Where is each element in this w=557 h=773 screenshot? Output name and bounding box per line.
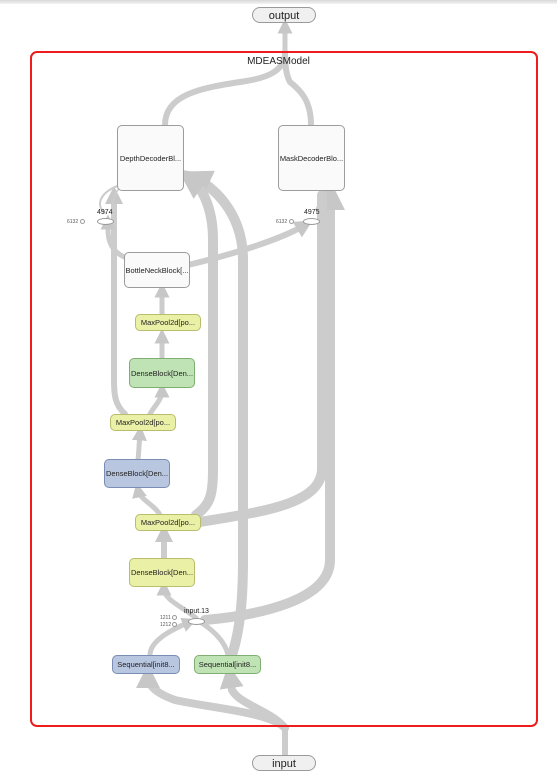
port-6132-b-dot[interactable] [289,219,294,224]
edge-4974-depth [99,184,121,214]
port-6132-a-dot[interactable] [80,219,85,224]
dense-yellow-low-node[interactable]: DenseBlock[Den... [129,558,195,587]
maxpool-low-label: MaxPool2d[po... [140,518,196,527]
sequential-green-label: Sequential[init8... [198,660,257,669]
edge-maxpool-low-dense-blue [132,482,163,518]
port-1212-dot[interactable] [172,622,177,627]
dense-green-upper-node[interactable]: DenseBlock[Den... [129,358,195,388]
port-1212-label: 1212 [160,622,172,628]
bottleneck-label: BottleNeckBlock[... [125,265,189,275]
aux-4974-label: 4974 [97,209,113,216]
maxpool-top-node[interactable]: MaxPool2d[po... [135,314,201,331]
input13-label: input.13 [184,608,209,615]
dense-green-upper-label: DenseBlock[Den... [130,368,194,378]
depth-decoder-label: DepthDecoderBl... [119,153,182,163]
depth-decoder-node[interactable]: DepthDecoderBl... [117,125,184,191]
top-bar [0,0,557,4]
maxpool-mid-label: MaxPool2d[po... [115,418,171,427]
input13-node[interactable] [188,618,205,625]
port-6132-a-label: 6132 [67,219,79,225]
edge-seqgreen-depth [181,170,248,660]
model-container[interactable] [30,51,538,727]
aux-4974-node[interactable] [97,218,114,225]
edge-maxpool-low-mask [195,190,327,527]
edge-input13-mask [200,180,345,625]
maxpool-top-label: MaxPool2d[po... [140,318,196,327]
bottleneck-node[interactable]: BottleNeckBlock[... [124,252,190,288]
output-node[interactable]: output [252,7,316,23]
dense-yellow-low-label: DenseBlock[Den... [130,568,194,577]
edge-denseblue-maxpool-mid [131,425,147,464]
port-6132-b-label: 6132 [276,219,288,225]
dense-blue-label: DenseBlock[Den... [105,469,169,478]
maxpool-mid-node[interactable]: MaxPool2d[po... [110,414,176,431]
maxpool-low-node[interactable]: MaxPool2d[po... [135,514,201,531]
edge-maxpool-low-depth [177,169,218,520]
dense-blue-node[interactable]: DenseBlock[Den... [104,459,170,488]
edge-depth-to-output [162,49,288,128]
port-1211-label: 1211 [160,615,171,621]
edge-input13-dense [156,580,199,621]
edge-input-seq-green [219,664,289,732]
edge-mask-to-output [282,49,314,128]
sequential-blue-node[interactable]: Sequential[init8... [112,655,180,674]
edge-maxpool-mid-depth [105,186,128,417]
port-1211-dot[interactable] [172,615,177,620]
aux-4975-label: 4975 [304,209,320,216]
edge-maxpool-mid-densegreen [147,382,170,417]
sequential-green-node[interactable]: Sequential[init8... [194,655,261,674]
sequential-blue-label: Sequential[init8... [117,660,175,669]
model-title: MDEASModel [247,56,310,67]
mask-decoder-node[interactable]: MaskDecoderBlo... [278,125,345,191]
input-node[interactable]: input [252,755,316,771]
mask-decoder-label: MaskDecoderBlo... [279,153,344,163]
edge-seqblue-input13 [147,617,197,658]
edge-bottleneck-4975 [185,220,313,268]
aux-4975-node[interactable] [303,218,320,225]
